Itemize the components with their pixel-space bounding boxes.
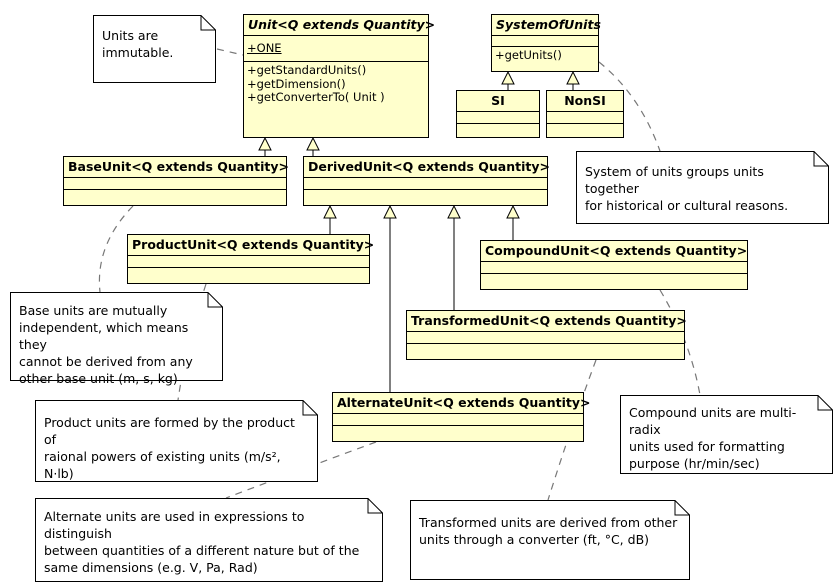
- class-compoundunit-operations: [481, 273, 747, 288]
- note-base-units-text: Base units are mutually independent, whi…: [19, 303, 193, 386]
- note-shape: [620, 395, 833, 474]
- class-systemofunits-operations: +getUnits(): [492, 46, 598, 65]
- note-units-immutable-text: Units are immutable.: [102, 28, 174, 60]
- note-shape: [93, 15, 216, 83]
- class-alternateunit-attributes: [333, 413, 583, 425]
- class-unit-operations: +getStandardUnits() +getDimension() +get…: [244, 61, 428, 107]
- note-system-of-units[interactable]: System of units groups units together fo…: [576, 151, 829, 224]
- class-baseunit-name: BaseUnit<Q extends Quantity>: [68, 159, 289, 174]
- class-unit-attributes: +ONE: [244, 35, 428, 61]
- generalization-derivedunit-to-unit: [306, 136, 320, 156]
- class-productunit-operations: [128, 267, 369, 282]
- class-nonsi[interactable]: NonSI: [546, 90, 624, 138]
- generalization-compoundunit-to-derivedunit: [506, 204, 520, 240]
- generalization-transformedunit-to-derivedunit: [447, 204, 461, 310]
- generalization-baseunit-to-unit: [258, 136, 272, 157]
- note-shape: [10, 292, 223, 381]
- note-shape: [410, 500, 690, 580]
- class-productunit-name: ProductUnit<Q extends Quantity>: [132, 237, 375, 252]
- class-unit-name: Unit<Q extends Quantity>: [248, 17, 436, 32]
- class-baseunit[interactable]: BaseUnit<Q extends Quantity>: [63, 156, 289, 206]
- class-nonsi-operations: [547, 123, 623, 137]
- note-compound-units-text: Compound units are multi-radix units use…: [629, 405, 797, 471]
- note-system-of-units-text: System of units groups units together fo…: [585, 164, 789, 213]
- class-transformedunit-name: TransformedUnit<Q extends Quantity>: [411, 313, 687, 328]
- class-derivedunit-name: DerivedUnit<Q extends Quantity>: [308, 159, 550, 174]
- class-si-attributes: [457, 111, 539, 123]
- class-unit-op-getdimension: +getDimension(): [247, 76, 346, 91]
- class-compoundunit[interactable]: CompoundUnit<Q extends Quantity>: [480, 240, 748, 290]
- class-systemofunits-attributes: [492, 35, 598, 46]
- class-transformedunit-attributes: [407, 331, 684, 343]
- note-base-units[interactable]: Base units are mutually independent, whi…: [10, 292, 223, 386]
- generalization-alternateunit-to-derivedunit: [383, 204, 397, 392]
- class-systemofunits[interactable]: SystemOfUnits +getUnits(): [491, 14, 601, 72]
- generalization-productunit-to-derivedunit: [323, 204, 337, 234]
- class-transformedunit[interactable]: TransformedUnit<Q extends Quantity>: [406, 310, 687, 360]
- class-unit-attribute-one: +ONE: [247, 41, 282, 55]
- note-compound-units[interactable]: Compound units are multi-radix units use…: [620, 395, 833, 474]
- generalization-si-to-systemofunits: [501, 70, 515, 90]
- class-si-operations: [457, 123, 539, 137]
- class-baseunit-operations: [64, 189, 286, 204]
- note-product-units[interactable]: Product units are formed by the product …: [35, 400, 318, 482]
- class-systemofunits-name: SystemOfUnits: [496, 17, 601, 32]
- class-productunit[interactable]: ProductUnit<Q extends Quantity>: [127, 234, 375, 284]
- class-derivedunit-attributes: [304, 177, 547, 189]
- class-alternateunit-operations: [333, 425, 583, 440]
- class-productunit-attributes: [128, 255, 369, 267]
- class-derivedunit[interactable]: DerivedUnit<Q extends Quantity>: [303, 156, 550, 206]
- class-compoundunit-attributes: [481, 261, 747, 273]
- note-product-units-text: Product units are formed by the product …: [44, 415, 295, 481]
- note-alternate-units[interactable]: Alternate units are used in expressions …: [35, 498, 383, 582]
- note-alternate-units-text: Alternate units are used in expressions …: [44, 509, 360, 575]
- class-derivedunit-operations: [304, 189, 547, 204]
- class-si-name: SI: [491, 93, 505, 108]
- class-alternateunit[interactable]: AlternateUnit<Q extends Quantity>: [332, 392, 591, 442]
- class-si[interactable]: SI: [456, 90, 540, 138]
- note-transformed-units[interactable]: Transformed units are derived from other…: [410, 500, 690, 580]
- class-baseunit-attributes: [64, 177, 286, 189]
- class-transformedunit-operations: [407, 343, 684, 358]
- note-shape: [576, 151, 829, 224]
- class-nonsi-attributes: [547, 111, 623, 123]
- class-systemofunits-op-getunits: +getUnits(): [495, 48, 562, 62]
- note-link-immutable: [216, 48, 244, 56]
- class-unit[interactable]: Unit<Q extends Quantity> +ONE +getStanda…: [243, 14, 436, 138]
- class-unit-op-getconverterto: +getConverterTo( Unit ): [247, 90, 385, 104]
- class-unit-op-getstandardunits: +getStandardUnits(): [247, 63, 367, 77]
- note-units-immutable[interactable]: Units are immutable.: [93, 15, 216, 83]
- generalization-nonsi-to-systemofunits: [566, 70, 580, 90]
- class-alternateunit-name: AlternateUnit<Q extends Quantity>: [337, 395, 591, 410]
- class-compoundunit-name: CompoundUnit<Q extends Quantity>: [485, 243, 748, 258]
- class-nonsi-name: NonSI: [564, 93, 606, 108]
- note-transformed-units-text: Transformed units are derived from other…: [419, 515, 678, 547]
